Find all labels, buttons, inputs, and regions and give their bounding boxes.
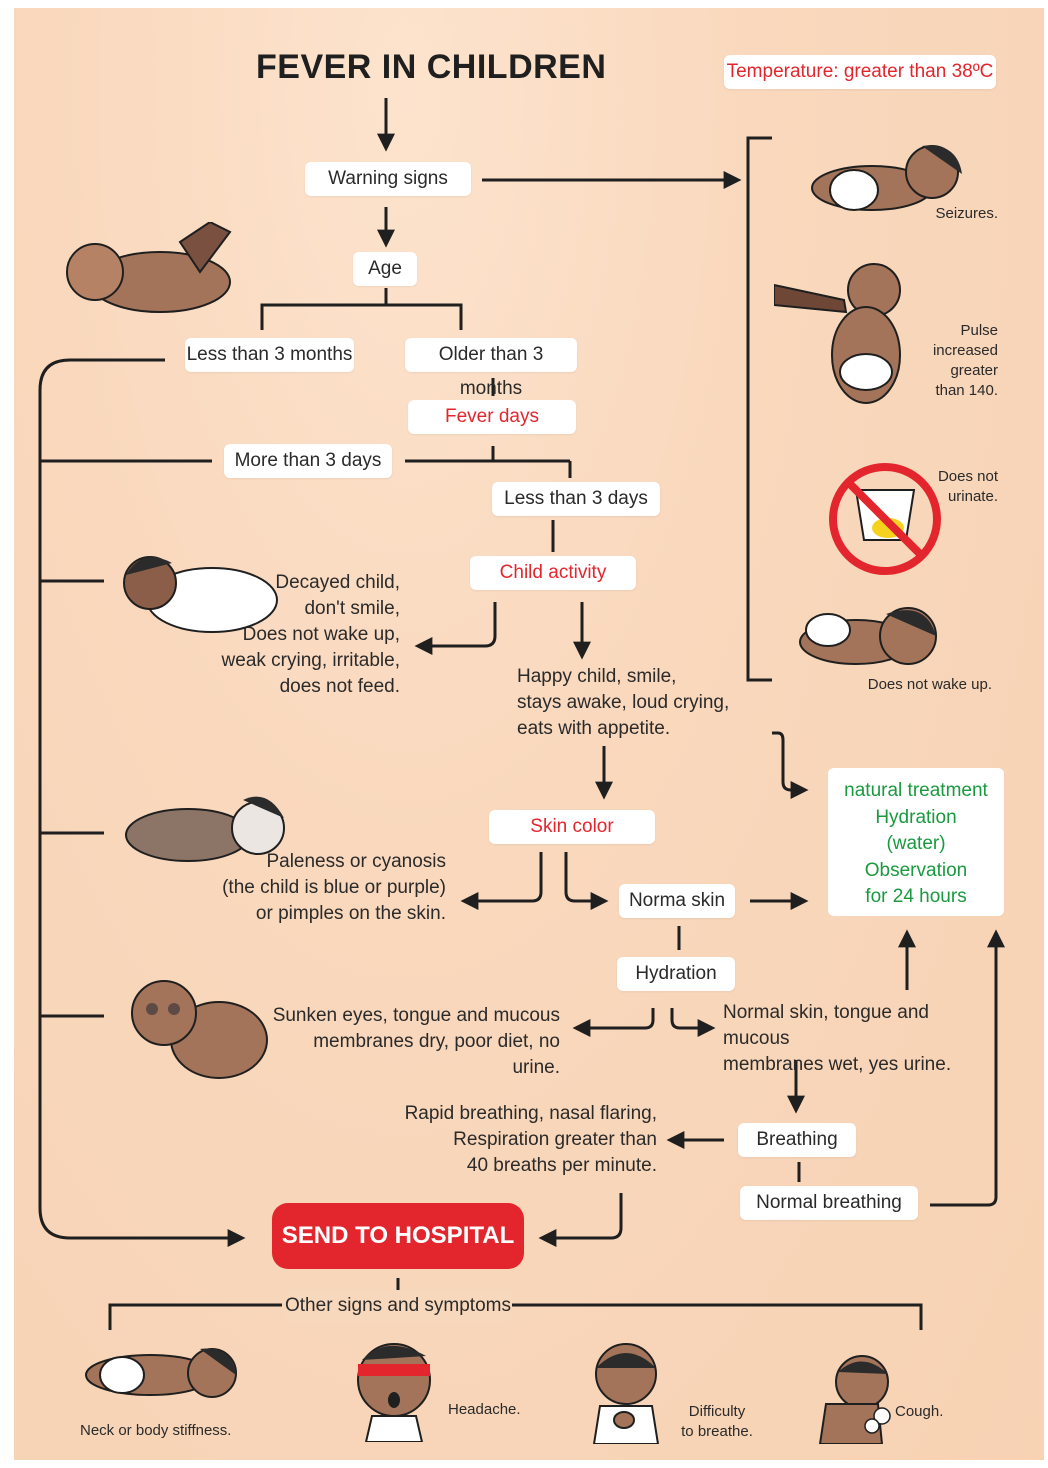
pale-baby-icon: [108, 790, 288, 870]
text-line: membranes wet, yes urine.: [723, 1052, 993, 1078]
cough-label: Cough.: [895, 1402, 955, 1422]
child-activity-box: Child activity: [470, 556, 636, 590]
rapid-breathing-text: Rapid breathing, nasal flaring, Respirat…: [400, 1101, 657, 1179]
sunken-eyes-text: Sunken eyes, tongue and mucous membranes…: [272, 1003, 560, 1081]
text-line: Sunken eyes, tongue and mucous: [272, 1003, 560, 1029]
sunken-eyes-baby-icon: [124, 975, 274, 1095]
text-line: Happy child, smile,: [517, 664, 737, 690]
text-line: Rapid breathing, nasal flaring,: [400, 1101, 657, 1127]
text-line: Difficulty: [672, 1402, 762, 1422]
headache-label: Headache.: [448, 1400, 528, 1420]
other-signs-label: Other signs and symptoms: [285, 1290, 511, 1322]
less-than-3-days-box: Less than 3 days: [492, 482, 660, 516]
treatment-line: for 24 hours: [828, 884, 1004, 911]
text-line: or pimples on the skin.: [214, 901, 446, 927]
fever-days-box: Fever days: [408, 400, 576, 434]
older-than-3-months-box: Older than 3 months: [405, 338, 577, 372]
warning-signs-box: Warning signs: [305, 162, 471, 196]
wake-label: Does not wake up.: [840, 675, 992, 695]
stiffness-label: Neck or body stiffness.: [80, 1421, 240, 1441]
treatment-line: natural treatment: [828, 778, 1004, 805]
normal-breathing-box: Normal breathing: [740, 1186, 918, 1220]
text-line: membranes dry, poor diet, no urine.: [272, 1029, 560, 1081]
text-line: (the child is blue or purple): [214, 875, 446, 901]
text-line: eats with appetite.: [517, 716, 737, 742]
breathing-box: Breathing: [738, 1123, 856, 1157]
text-line: weak crying, irritable,: [208, 648, 400, 674]
text-line: to breathe.: [672, 1422, 762, 1442]
send-to-hospital-box: SEND TO HOSPITAL: [272, 1203, 524, 1269]
hydration-box: Hydration: [617, 957, 735, 991]
unconscious-baby-icon: [786, 600, 942, 670]
text-line: Respiration greater than: [400, 1127, 657, 1153]
headache-child-icon: [346, 1330, 442, 1442]
natural-treatment-box: natural treatment Hydration (water) Obse…: [828, 768, 1004, 916]
text-line: Normal skin, tongue and mucous: [723, 1000, 993, 1052]
less-than-3-months-box: Less than 3 months: [185, 338, 354, 372]
skin-color-box: Skin color: [489, 810, 655, 844]
page-title: FEVER IN CHILDREN: [256, 48, 606, 87]
stiff-baby-icon: [60, 1335, 240, 1411]
norma-skin-box: Norma skin: [619, 884, 735, 918]
text-line: stays awake, loud crying,: [517, 690, 737, 716]
sleeping-baby-icon: [112, 545, 282, 645]
more-than-3-days-box: More than 3 days: [224, 444, 392, 478]
treatment-line: (water): [828, 831, 1004, 858]
age-box: Age: [353, 252, 417, 286]
happy-child-text: Happy child, smile, stays awake, loud cr…: [517, 664, 737, 742]
breathless-child-icon: [588, 1340, 664, 1444]
pulse-check-baby-icon: [774, 260, 924, 435]
normal-skin-text: Normal skin, tongue and mucous membranes…: [723, 1000, 993, 1078]
coughing-child-icon: [816, 1352, 896, 1444]
treatment-line: Observation: [828, 858, 1004, 885]
temperature-note: Temperature: greater than 38ºC: [724, 55, 996, 89]
breathe-label: Difficulty to breathe.: [672, 1402, 762, 1442]
seizure-baby-icon: [792, 140, 972, 222]
treatment-line: Hydration: [828, 805, 1004, 832]
text-line: does not feed.: [208, 674, 400, 700]
no-urine-icon: [826, 460, 944, 578]
text-line: 40 breaths per minute.: [400, 1153, 657, 1179]
baby-examined-icon: [60, 222, 240, 332]
